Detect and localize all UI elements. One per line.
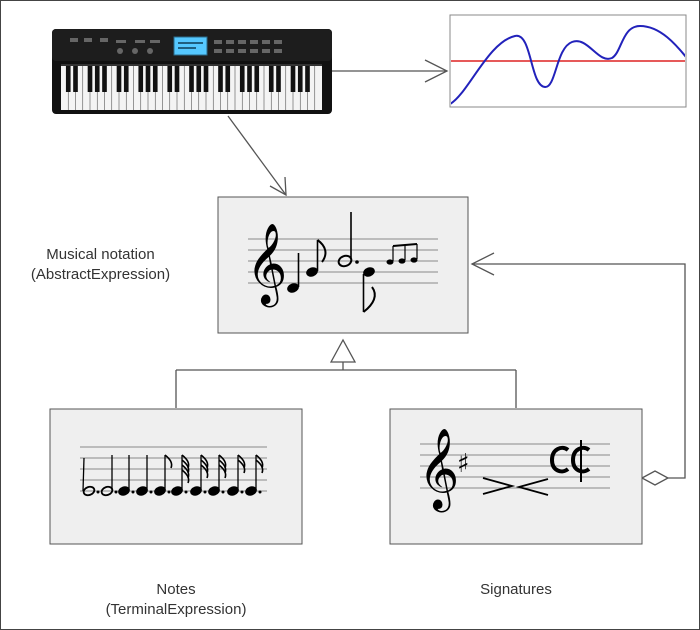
sound-waveform-icon bbox=[449, 14, 687, 108]
sharp-sign-icon: ♯ bbox=[457, 449, 470, 479]
decrescendo-hairpin-icon bbox=[482, 477, 516, 495]
treble-clef-icon: 𝄞 bbox=[418, 427, 459, 512]
treble-clef-icon: 𝄞 bbox=[246, 222, 287, 307]
lcd-display bbox=[173, 36, 208, 56]
cut-time-icon bbox=[570, 440, 591, 482]
crescendo-hairpin-icon bbox=[515, 478, 549, 496]
synthesizer-keyboard-icon bbox=[52, 29, 332, 114]
common-time-icon bbox=[549, 445, 570, 474]
notes-role: (TerminalExpression) bbox=[105, 601, 247, 618]
arrow-head-notation bbox=[269, 176, 287, 197]
arrow-head-waveform bbox=[424, 59, 449, 83]
musical-notation-role: (AbstractExpression) bbox=[30, 266, 171, 283]
musical-notation-title: Musical notation bbox=[46, 246, 155, 263]
signatures-label: Signatures bbox=[430, 580, 602, 600]
waveform-curve bbox=[451, 24, 685, 105]
signatures-title: Signatures bbox=[480, 581, 552, 598]
notes-label: Notes (TerminalExpression) bbox=[66, 580, 286, 620]
musical-notation-label: Musical notation (AbstractExpression) bbox=[8, 245, 193, 285]
notes-box bbox=[49, 408, 303, 545]
aggregation-arrow-head bbox=[470, 252, 495, 276]
aggregation-line bbox=[472, 263, 686, 479]
inheritance-triangle-icon bbox=[329, 338, 357, 363]
aggregation-diamond-icon bbox=[640, 470, 670, 486]
notes-title: Notes bbox=[156, 581, 196, 598]
note-values-sequence bbox=[82, 454, 264, 497]
signatures-box: 𝄞 ♯ bbox=[389, 408, 643, 545]
musical-notation-box: 𝄞 bbox=[217, 196, 469, 334]
arrow-keyboard-to-notation bbox=[227, 115, 287, 196]
